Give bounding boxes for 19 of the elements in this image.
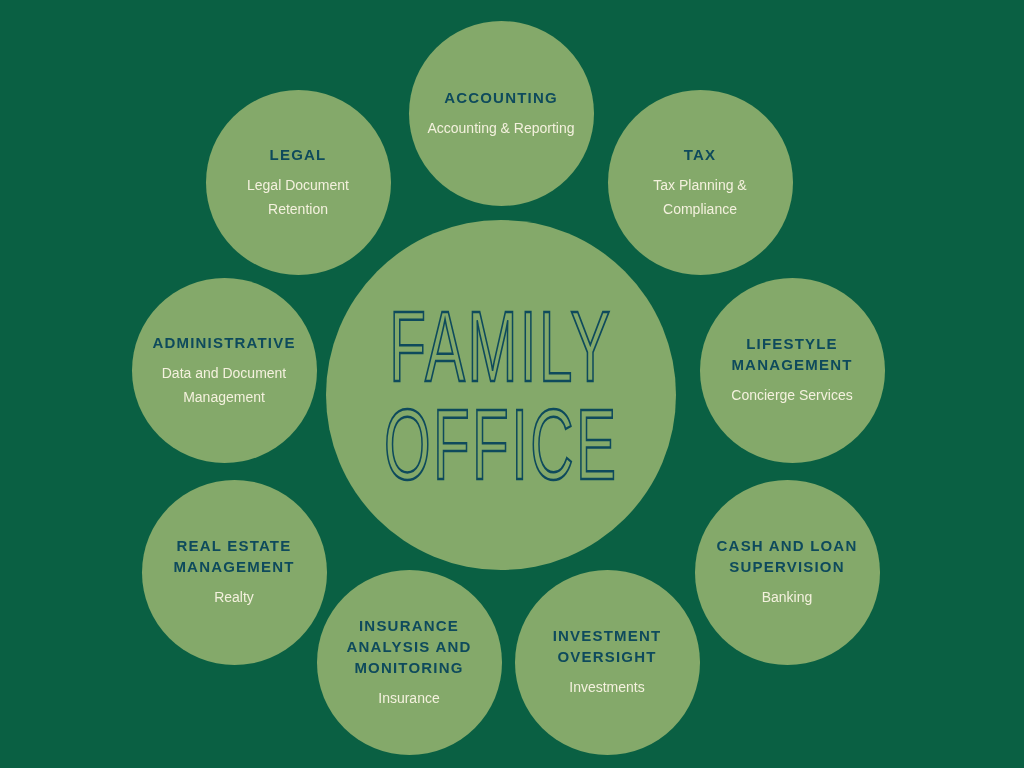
hub-title: FAMILY OFFICE	[384, 297, 618, 493]
service-heading: REAL ESTATE MANAGEMENT	[172, 536, 296, 577]
service-heading: CASH AND LOAN SUPERVISION	[715, 536, 859, 577]
service-heading: INVESTMENT OVERSIGHT	[551, 626, 663, 667]
service-heading: LEGAL	[269, 144, 327, 165]
service-description: Tax Planning & Compliance	[652, 175, 748, 219]
service-description: Realty	[214, 588, 254, 607]
service-description: Concierge Services	[731, 386, 853, 405]
service-description: Accounting & Reporting	[427, 118, 575, 138]
service-heading: INSURANCE ANALYSIS AND MONITORING	[345, 615, 473, 678]
service-description: Investments	[569, 678, 645, 697]
service-heading: TAX	[683, 144, 717, 165]
service-description: Data and Document Management	[160, 363, 288, 407]
service-description: Insurance	[378, 688, 440, 708]
service-heading: ACCOUNTING	[444, 87, 558, 108]
service-description: Legal Document Retention	[246, 175, 350, 219]
service-description: Banking	[761, 588, 813, 607]
service-heading: ADMINISTRATIVE	[152, 332, 296, 353]
service-heading: LIFESTYLE MANAGEMENT	[730, 334, 854, 375]
